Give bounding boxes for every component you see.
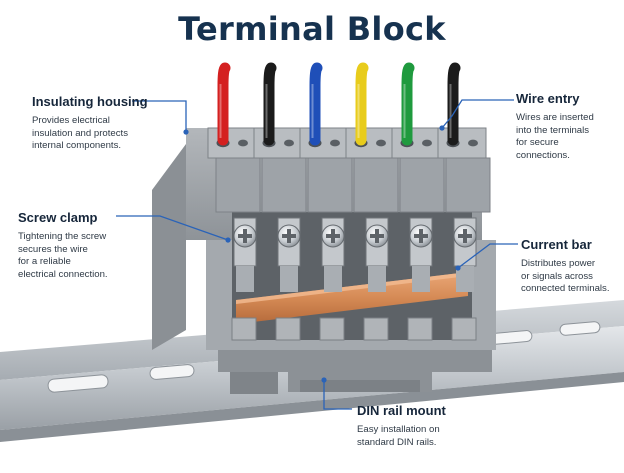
- clamp-leg: [456, 266, 474, 292]
- clamp-leg: [324, 266, 342, 292]
- terminal-module-face: [307, 157, 353, 213]
- test-hole: [330, 139, 340, 147]
- screw-slot: [331, 229, 335, 243]
- callout-screw-clamp: Screw clamp Tightening the screw secures…: [18, 210, 158, 281]
- mount-clip: [230, 372, 278, 394]
- leader-insulating-housing-dot: [183, 129, 189, 135]
- terminal-cell-top: [299, 127, 349, 159]
- leader-screw-clamp-dot: [225, 237, 231, 243]
- clamp-leg: [236, 266, 254, 292]
- housing-foot-tooth: [319, 317, 345, 341]
- screw-slot: [419, 229, 423, 243]
- terminal-module-face: [399, 157, 445, 213]
- test-hole: [376, 139, 386, 147]
- clamp-leg: [280, 266, 298, 292]
- screw-slot: [287, 229, 291, 243]
- din-rail-slot: [149, 364, 195, 380]
- din-rail-slot: [559, 321, 601, 336]
- callout-label: Current bar: [521, 237, 592, 252]
- leader-current-bar-dot: [455, 265, 461, 271]
- page-title: Terminal Block: [178, 10, 446, 48]
- housing-foot-tooth: [407, 317, 433, 341]
- callout-description: Wires are inserted into the terminals fo…: [516, 112, 594, 161]
- leader-screw-clamp: [116, 215, 229, 241]
- callout-description: Provides electrical insulation and prote…: [32, 115, 128, 151]
- wire: [355, 62, 369, 146]
- leader-insulating-housing: [132, 100, 187, 132]
- test-hole: [422, 139, 432, 147]
- terminal-cell-top: [253, 127, 303, 159]
- callout-label: Screw clamp: [18, 210, 98, 225]
- callout-label: Insulating housing: [32, 94, 148, 109]
- leader-current-bar: [457, 243, 518, 269]
- terminal-cell-top: [345, 127, 395, 159]
- clamp-leg: [412, 266, 430, 292]
- terminal-cell-top: [391, 127, 441, 159]
- screw-slot: [463, 229, 467, 243]
- housing-side: [152, 144, 186, 350]
- terminal-cell-top: [437, 127, 487, 159]
- mount-clip: [300, 380, 420, 392]
- callout-description: Distributes power or signals across conn…: [521, 258, 610, 294]
- callout-label: Wire entry: [516, 91, 580, 106]
- terminal-module-face: [445, 157, 491, 213]
- din-rail-slot: [47, 374, 109, 393]
- current-bar-highlight: [236, 272, 468, 304]
- test-hole: [284, 139, 294, 147]
- test-hole: [468, 139, 478, 147]
- housing-foot-tooth: [231, 317, 257, 341]
- terminal-module-face: [261, 157, 307, 213]
- callout-insulating-housing: Insulating housing Provides electrical i…: [32, 94, 172, 153]
- leader-wire-entry: [441, 99, 514, 129]
- screw-slot: [243, 229, 247, 243]
- wire: [217, 62, 231, 146]
- wire: [401, 62, 415, 146]
- terminal-module-face: [215, 157, 261, 213]
- callout-current-bar: Current bar Distributes power or signals…: [521, 237, 621, 296]
- current-bar: [236, 272, 468, 324]
- housing-foot-tooth: [363, 317, 389, 341]
- terminal-block: [152, 62, 496, 394]
- test-hole: [238, 139, 248, 147]
- terminal-module-face: [353, 157, 399, 213]
- leader-wire-entry-dot: [439, 125, 445, 131]
- callout-label: DIN rail mount: [357, 403, 446, 418]
- housing-foot-tooth: [451, 317, 477, 341]
- wire: [309, 62, 323, 146]
- callout-description: Tightening the screw secures the wire fo…: [18, 231, 108, 280]
- terminal-cell-top: [207, 127, 257, 159]
- callout-description: Easy installation on standard DIN rails.: [357, 424, 440, 448]
- din-rail-mount: [218, 350, 492, 392]
- housing-foot-tooth: [275, 317, 301, 341]
- callout-din-rail-mount: DIN rail mount Easy installation on stan…: [357, 403, 497, 449]
- callout-wire-entry: Wire entry Wires are inserted into the t…: [516, 91, 616, 162]
- leader-din-rail-mount-dot: [321, 377, 327, 383]
- wire: [263, 62, 277, 146]
- clamp-leg: [368, 266, 386, 292]
- leader-din-rail-mount: [323, 380, 352, 410]
- wire: [447, 62, 461, 146]
- screw-slot: [375, 229, 379, 243]
